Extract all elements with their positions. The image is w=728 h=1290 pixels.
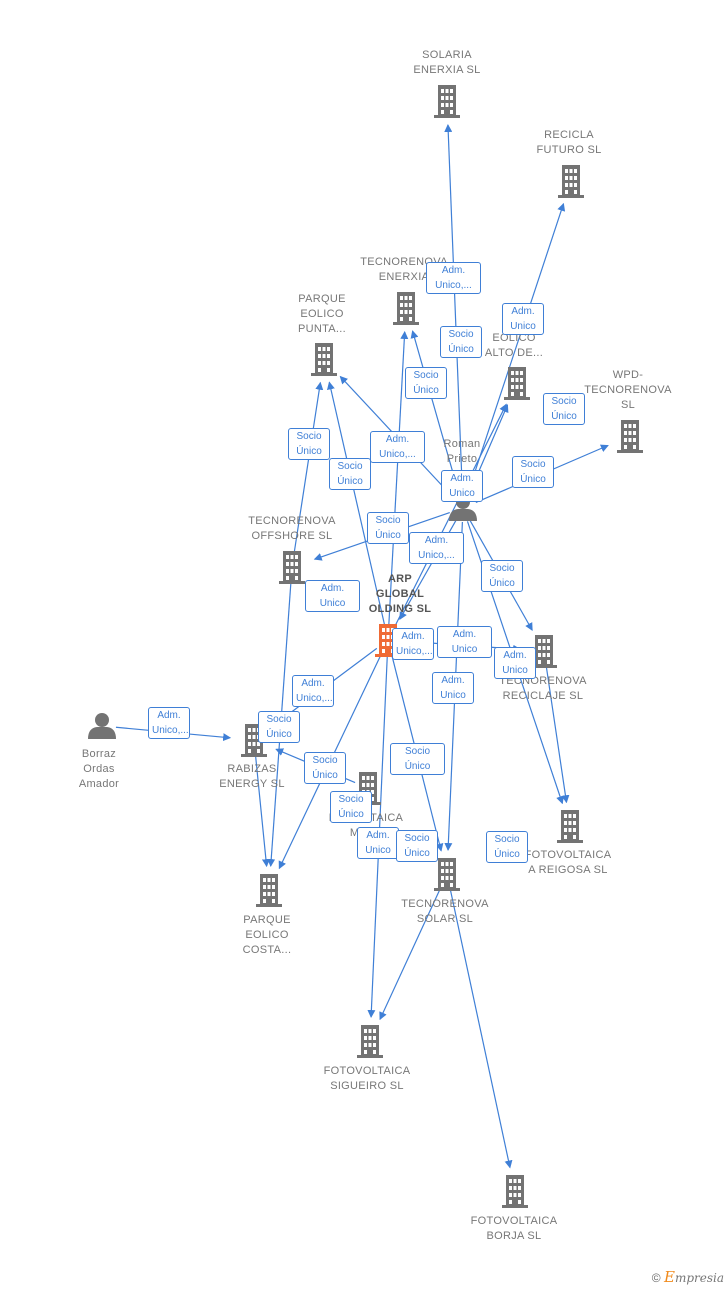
node-label-wpd[interactable]: WPD- TECNORENOVA SL: [584, 369, 672, 411]
node-label-borja[interactable]: FOTOVOLTAICA BORJA SL: [470, 1215, 558, 1242]
building-icon-reigosa[interactable]: [557, 810, 583, 843]
edge-rabizas-to-costa: [254, 753, 270, 868]
node-label-solar[interactable]: TECNORENOVA SOLAR SL: [401, 898, 489, 925]
node-label-reigosa[interactable]: FOTOVOLTAICA A REIGOSA SL: [524, 849, 612, 876]
node-label-borraz[interactable]: Borraz Ordas Amador: [78, 748, 120, 790]
edge-label-solar-to-sigueiro[interactable]: Socio Único: [396, 830, 438, 862]
person-icon-borraz[interactable]: [88, 713, 116, 739]
node-label-arp[interactable]: ARP GLOBAL OLDING SL: [368, 573, 432, 615]
edge-label-roman-to-arp[interactable]: Adm. Unico,...: [409, 532, 464, 564]
node-label-recicla[interactable]: RECICLA FUTURO SL: [536, 129, 602, 156]
edge-label-arp-to-punta[interactable]: Adm. Unico: [441, 470, 483, 502]
edge-label-roman-to-solar[interactable]: Socio Único: [288, 428, 330, 460]
node-label-sigueiro[interactable]: FOTOVOLTAICA SIGUEIRO SL: [323, 1065, 411, 1092]
building-icon-costa[interactable]: [256, 874, 282, 907]
edge-label-roman-to-wpd[interactable]: Socio Único: [512, 456, 554, 488]
edge-label-roman-to-altode[interactable]: Socio Único: [543, 393, 585, 425]
edge-label-arp-to-solar[interactable]: Adm. Unico,...: [292, 675, 334, 707]
edge-label-roman-to-tecno_enerxia[interactable]: Socio Único: [405, 367, 447, 399]
node-label-costa[interactable]: PARQUE EOLICO COSTA...: [242, 914, 292, 956]
building-icon-recicla[interactable]: [558, 165, 584, 198]
node-label-rabizas[interactable]: RABIZAS ENERGY SL: [219, 763, 285, 790]
edge-solar-to-borja: [449, 887, 513, 1169]
edge-label-borraz-to-rabizas[interactable]: Socio Único: [304, 752, 346, 784]
edge-label-roman-to-reigosa[interactable]: Socio Único: [329, 458, 371, 490]
edge-label-arp-to-costa[interactable]: Adm. Unico: [494, 647, 536, 679]
building-icon-solaria[interactable]: [434, 85, 460, 118]
brand-logo-initial: E: [663, 1268, 675, 1286]
edge-label-roman-to-reciclaje[interactable]: Socio Único: [481, 560, 523, 592]
building-icon-borja[interactable]: [502, 1175, 528, 1208]
edge-label-offshore-to-punta[interactable]: Socio Único: [258, 711, 300, 743]
node-label-solaria[interactable]: SOLARIA ENERXIA SL: [413, 49, 481, 76]
edge-label-arp-to-tecno_enerxia[interactable]: Adm. Unico,...: [370, 431, 425, 463]
edge-label-roman-to-solaria[interactable]: Adm. Unico,...: [426, 262, 481, 294]
edge-label-arp-to-sigueiro[interactable]: Adm. Unico: [432, 672, 474, 704]
edge-label-roman-to-recicla[interactable]: Adm. Unico: [502, 303, 544, 335]
building-icon-sigueiro[interactable]: [357, 1025, 383, 1058]
brand-logo-text: mpresia: [674, 1271, 724, 1285]
edge-label-arp-to-reciclaje[interactable]: Adm. Unico,...: [392, 628, 434, 660]
building-icon-wpd[interactable]: [617, 420, 643, 453]
building-icon-punta[interactable]: [311, 343, 337, 376]
edge-label-reciclaje-to-reigosa[interactable]: Adm. Unico: [357, 827, 399, 859]
node-label-tecno_enerxia[interactable]: TECNORENOVA ENERXIA: [360, 256, 448, 283]
edge-label-rabizas-to-costa[interactable]: Socio Único: [390, 743, 445, 775]
node-label-roman[interactable]: Roman Prieto: [443, 438, 481, 465]
edge-solar-to-sigueiro: [379, 886, 442, 1021]
copyright-symbol: ©: [651, 1271, 661, 1285]
node-label-punta[interactable]: PARQUE EOLICO PUNTA...: [297, 293, 347, 335]
nodes-layer: [88, 85, 643, 1208]
edge-reciclaje-to-reigosa: [545, 664, 570, 804]
edge-roman-to-recicla: [466, 202, 566, 495]
edge-arp-to-tecno_enerxia: [388, 330, 409, 627]
edge-label-solar-to-borja[interactable]: Socio Único: [486, 831, 528, 863]
building-icon-solar[interactable]: [434, 858, 460, 891]
node-label-offshore[interactable]: TECNORENOVA OFFSHORE SL: [248, 515, 336, 542]
edge-label-roman-to-punta[interactable]: Socio Único: [440, 326, 482, 358]
building-icon-offshore[interactable]: [279, 551, 305, 584]
brand-watermark: © Empresia: [652, 1268, 724, 1286]
edge-label-offshore-to-costa[interactable]: Adm. Unico,...: [148, 707, 190, 739]
edge-label-arp-to-altode[interactable]: Adm. Unico: [305, 580, 360, 612]
edge-label-roman-to-offshore[interactable]: Socio Único: [367, 512, 409, 544]
edge-label-arp-to-rabizas[interactable]: Adm. Unico: [437, 626, 492, 658]
building-icon-tecno_enerxia[interactable]: [393, 292, 419, 325]
edge-roman-to-solaria: [444, 123, 464, 495]
edge-roman-to-tecno_enerxia: [410, 330, 460, 495]
edge-arp-to-punta: [326, 381, 386, 627]
edge-label-melo-to-rabizas[interactable]: Socio Único: [330, 791, 372, 823]
edge-offshore-to-punta: [293, 381, 324, 554]
